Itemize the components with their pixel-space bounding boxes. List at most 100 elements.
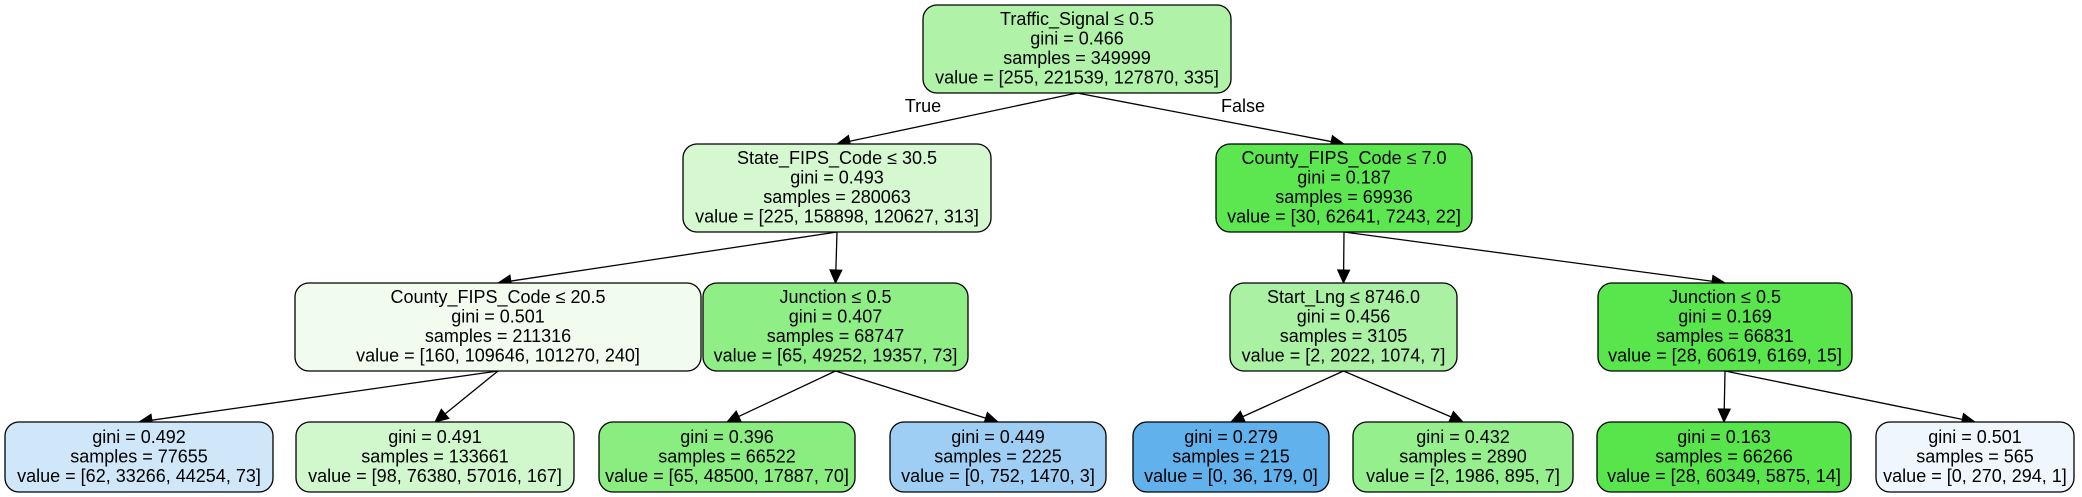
node-text-line: gini = 0.432	[1416, 427, 1510, 447]
edge-line	[444, 370, 499, 415]
node-box	[295, 421, 575, 493]
node-text-line: value = [2, 2022, 1074, 7]	[1242, 346, 1446, 366]
node-text-line: samples = 69936	[1275, 187, 1413, 207]
node-text-line: samples = 68747	[767, 326, 905, 346]
edge-line	[835, 231, 838, 271]
node-text-line: value = [62, 33266, 44254, 73]	[17, 466, 261, 486]
node-text-line: value = [98, 76380, 57016, 167]	[308, 466, 562, 486]
node-text-line: samples = 349999	[1003, 48, 1151, 68]
node-text-line: value = [225, 158898, 120627, 313]	[695, 207, 979, 227]
node-text-line: value = [2, 1986, 895, 7]	[1366, 466, 1560, 486]
node-text-line: gini = 0.501	[451, 307, 545, 327]
arrow-head	[1447, 410, 1465, 423]
node-box	[4, 421, 274, 493]
node-text-line: gini = 0.492	[92, 427, 186, 447]
node-text-line: samples = 280063	[763, 187, 911, 207]
arrow-head	[829, 269, 843, 285]
node-text-line: value = [65, 49252, 19357, 73]	[714, 346, 958, 366]
node-text-line: Traffic_Signal ≤ 0.5	[1000, 9, 1154, 30]
node-text-line: samples = 77655	[70, 446, 208, 466]
node-text-line: value = [0, 752, 1470, 3]	[901, 466, 1095, 486]
node-box	[1596, 421, 1852, 493]
edge-line	[1343, 231, 1713, 282]
node-box	[1875, 421, 2075, 493]
node-text-line: samples = 66266	[1655, 446, 1793, 466]
node-text-line: value = [255, 221539, 127870, 335]	[935, 68, 1219, 88]
node-text-line: gini = 0.396	[680, 427, 774, 447]
arrow-head	[1229, 410, 1247, 423]
node-text-line: samples = 211316	[425, 326, 571, 346]
arrow-head	[1717, 408, 1732, 424]
node-box	[889, 421, 1107, 493]
node-box	[682, 143, 992, 233]
edge-line	[151, 370, 499, 421]
arrow-head	[434, 408, 450, 423]
node-text-line: gini = 0.169	[1678, 307, 1772, 327]
edge-line	[835, 370, 986, 419]
node-text-line: Junction ≤ 0.5	[780, 287, 892, 307]
edge-line	[1343, 370, 1452, 418]
node-box	[294, 282, 702, 372]
node-text-line: State_FIPS_Code ≤ 30.5	[737, 148, 937, 169]
edges-layer: True False	[137, 92, 1977, 427]
node-box	[1352, 421, 1574, 493]
edge-line	[1723, 370, 1726, 410]
node-box	[922, 4, 1232, 94]
node-box	[702, 282, 969, 372]
node-text-line: samples = 3105	[1280, 326, 1408, 346]
node-box	[1132, 421, 1330, 493]
node-text-line: County_FIPS_Code ≤ 7.0	[1242, 148, 1447, 169]
node-text-line: samples = 2890	[1399, 446, 1527, 466]
node-text-line: samples = 66831	[1656, 326, 1794, 346]
node-text-line: value = [28, 60619, 6169, 15]	[1608, 346, 1842, 366]
node-text-line: gini = 0.493	[790, 168, 884, 188]
edge-line	[1242, 370, 1344, 418]
node-text-line: samples = 565	[1916, 446, 2034, 466]
node-text-line: gini = 0.407	[789, 307, 883, 327]
node-text-line: gini = 0.449	[951, 427, 1045, 447]
node-text-line: samples = 133661	[361, 446, 509, 466]
node-text-line: County_FIPS_Code ≤ 20.5	[390, 287, 605, 308]
node-text-line: gini = 0.187	[1297, 168, 1391, 188]
node-text-line: gini = 0.279	[1184, 427, 1278, 447]
node-box	[1229, 282, 1458, 372]
arrow-head	[725, 410, 743, 423]
node-text-line: gini = 0.163	[1677, 427, 1771, 447]
node-text-line: value = [28, 60349, 5875, 14]	[1607, 466, 1841, 486]
edge-line	[738, 370, 836, 418]
edge-line	[1724, 370, 1963, 421]
node-text-line: Junction ≤ 0.5	[1669, 287, 1781, 307]
edge-line	[849, 92, 1078, 142]
node-text-line: gini = 0.456	[1297, 307, 1391, 327]
node-text-line: gini = 0.501	[1928, 427, 2022, 447]
node-box	[598, 421, 856, 493]
edge-label-true: True	[905, 96, 941, 116]
node-text-line: value = [0, 270, 294, 1]	[1883, 466, 2067, 486]
edge-label-false: False	[1221, 96, 1265, 116]
node-box	[1215, 143, 1473, 233]
node-text-line: value = [65, 48500, 17887, 70]	[605, 466, 849, 486]
node-text-line: Start_Lng ≤ 8746.0	[1267, 287, 1420, 308]
arrow-head	[1336, 269, 1351, 285]
node-text-line: value = [0, 36, 179, 0]	[1144, 466, 1318, 486]
node-text-line: samples = 2225	[934, 446, 1062, 466]
node-text-line: gini = 0.491	[388, 427, 482, 447]
node-text-line: value = [160, 109646, 101270, 240]	[356, 346, 640, 366]
